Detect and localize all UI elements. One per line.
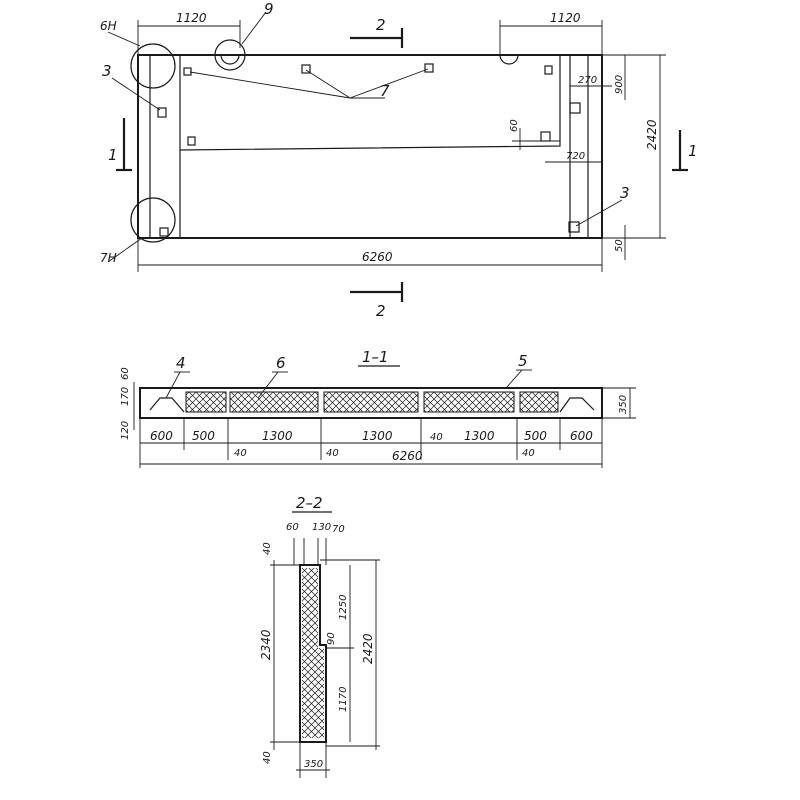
- embedded-plate: [183, 67, 192, 76]
- dim-1300-c: 1300: [464, 429, 495, 443]
- callout-3-right: 3: [620, 184, 630, 202]
- dim-1250: 1250: [338, 595, 349, 620]
- dim-2420: 2420: [645, 119, 659, 150]
- embedded-plate: [569, 102, 581, 114]
- leader: [165, 371, 181, 399]
- cut-2-bottom-label: 2: [376, 302, 386, 320]
- dim-40-b: 40: [326, 448, 339, 459]
- insulation-block: [229, 391, 319, 413]
- leader: [305, 69, 351, 99]
- dim-70: 70: [332, 524, 345, 535]
- cut-2-top-label: 2: [376, 16, 386, 34]
- leader: [111, 77, 161, 111]
- dim-60: 60: [286, 522, 299, 533]
- embedded-plate: [159, 227, 169, 237]
- dim-60: 60: [509, 119, 520, 132]
- dim-600-left: 600: [150, 429, 173, 443]
- insulation-upper: [302, 568, 318, 648]
- embedded-plate: [540, 131, 551, 142]
- plan-inner-edge: [179, 55, 561, 151]
- dim-1120-right: 1120: [550, 11, 581, 25]
- dim-1170: 1170: [338, 687, 349, 712]
- dim-600-right: 600: [570, 429, 593, 443]
- embedded-plate: [301, 64, 311, 74]
- dim-40-mid: 40: [430, 432, 443, 443]
- dim-500-right: 500: [524, 429, 547, 443]
- dim-40-bottom: 40: [262, 751, 273, 764]
- section-1-1-title: 1–1: [362, 348, 389, 366]
- insulation-lower: [302, 648, 324, 738]
- leader: [349, 68, 429, 99]
- detail-circle-6n: [130, 43, 176, 89]
- embedded-plate: [187, 136, 196, 146]
- detail-circle-7n: [130, 197, 176, 243]
- leader: [575, 199, 623, 227]
- dim-1300-b: 1300: [362, 429, 393, 443]
- section-2-2: 2–2 60 130 70 40 2340 40 1250 90 1170 24…: [259, 494, 380, 778]
- dim-40-top: 40: [262, 542, 273, 555]
- insulation-block: [519, 391, 559, 413]
- leader: [241, 11, 267, 45]
- plan-view: 6Н 7Н 3 3 9 7 1120 1120 6260: [100, 0, 698, 320]
- dim-50: 50: [614, 239, 625, 252]
- dim-6260: 6260: [362, 250, 393, 264]
- dim-40-a: 40: [234, 448, 247, 459]
- callout-5: 5: [518, 352, 528, 370]
- dim-720: 720: [566, 151, 585, 162]
- callout-3-left: 3: [102, 62, 112, 80]
- dim-2340: 2340: [259, 629, 273, 660]
- callout-4: 4: [176, 354, 186, 372]
- cut-1-right-label: 1: [688, 142, 698, 160]
- dim-60: 60: [120, 367, 131, 380]
- lifting-loop: [499, 54, 519, 65]
- callout-9: 9: [264, 0, 274, 18]
- dim-270: 270: [578, 75, 597, 86]
- embedded-plate: [424, 63, 434, 73]
- leader: [257, 371, 279, 399]
- cut-1-left-label: 1: [108, 146, 118, 164]
- embedded-plate: [544, 65, 553, 75]
- section-2-2-title: 2–2: [296, 494, 323, 512]
- leader: [189, 71, 351, 99]
- dim-350: 350: [304, 759, 323, 770]
- leader: [107, 31, 141, 47]
- callout-6: 6: [276, 354, 286, 372]
- dim-90: 90: [326, 632, 337, 645]
- dim-350: 350: [618, 395, 629, 414]
- insulation-block: [185, 391, 227, 413]
- end-profile-left: [149, 397, 185, 413]
- insulation-block: [323, 391, 419, 413]
- dim-500-left: 500: [192, 429, 215, 443]
- dim-2420: 2420: [361, 633, 375, 664]
- lifting-loop: [220, 54, 240, 65]
- embedded-plate: [568, 221, 580, 233]
- leader: [107, 237, 143, 263]
- dim-1120-left: 1120: [176, 11, 207, 25]
- detail-circle-9: [214, 39, 246, 71]
- dim-130: 130: [312, 522, 331, 533]
- leader: [505, 369, 523, 389]
- insulation-block: [423, 391, 515, 413]
- dim-6260: 6260: [392, 449, 423, 463]
- dim-170: 170: [120, 387, 131, 406]
- callout-7: 7: [380, 82, 390, 100]
- dim-1300-a: 1300: [262, 429, 293, 443]
- callout-7n: 7Н: [100, 251, 117, 265]
- embedded-plate: [157, 107, 167, 118]
- dim-120: 120: [120, 421, 131, 440]
- end-profile-right: [559, 397, 595, 413]
- section-1-1: 1–1 4 6 5 60 170 120 350: [120, 348, 636, 468]
- dim-40-c: 40: [522, 448, 535, 459]
- dim-900: 900: [614, 75, 625, 94]
- callout-6n: 6Н: [100, 19, 117, 33]
